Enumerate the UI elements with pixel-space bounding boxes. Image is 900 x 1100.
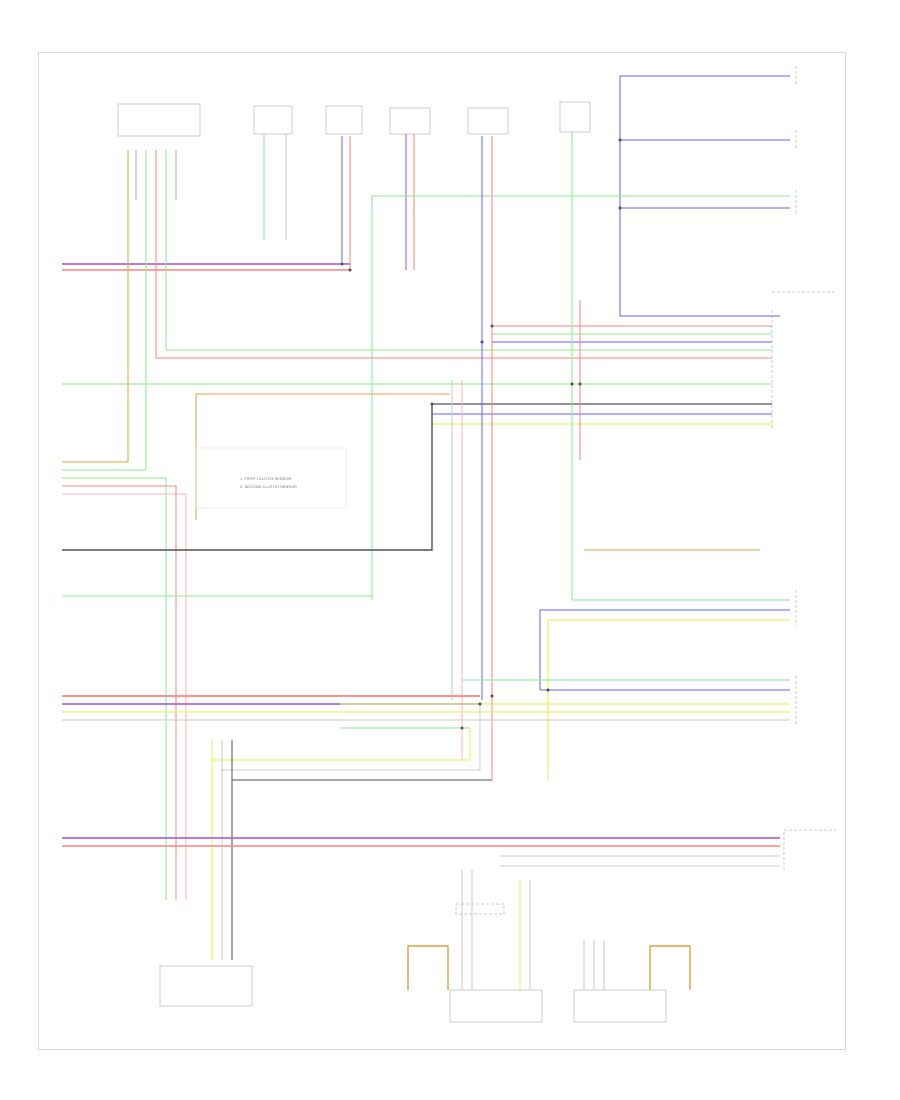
diagram-frame <box>38 52 846 1050</box>
clutch-note: 1. FIRST CLUTCH SENSOR 2. SECOND CLUTCH … <box>195 447 347 509</box>
clutch-note-2: 2. SECOND CLUTCH SENSOR <box>240 484 297 489</box>
bottom-components <box>159 903 667 1023</box>
control-unit-box <box>389 107 431 135</box>
junctions <box>340 138 622 730</box>
connector-ends <box>771 66 836 872</box>
harness <box>62 75 790 1000</box>
clutch-note-1: 1. FIRST CLUTCH SENSOR <box>240 476 291 481</box>
sensor-box <box>253 105 293 135</box>
switch-box <box>467 107 509 135</box>
control-module-box <box>117 103 201 137</box>
module-box <box>325 105 363 135</box>
connectors <box>127 150 177 200</box>
splice-box <box>455 903 505 915</box>
relay-box <box>559 101 591 133</box>
speed-sensor-box-2 <box>573 989 667 1023</box>
transmission-control-module-box <box>159 965 253 1007</box>
top-components <box>117 101 591 137</box>
speed-sensor-box <box>449 989 543 1023</box>
